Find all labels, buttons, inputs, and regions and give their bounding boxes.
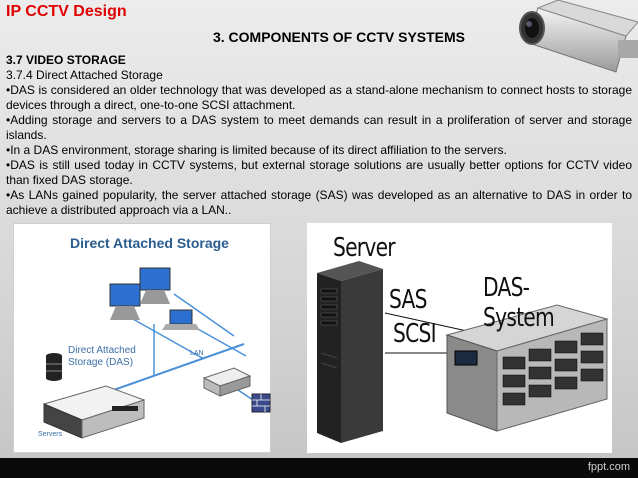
diagram-title: Direct Attached Storage xyxy=(70,235,229,251)
das-label: Direct Attached Storage (DAS) xyxy=(68,345,148,369)
bullet-item: •Adding storage and servers to a DAS sys… xyxy=(6,113,632,142)
firewall-icon xyxy=(251,393,271,413)
footer-brand: fppt.com xyxy=(587,461,630,473)
das-enclosure-icon xyxy=(445,304,609,432)
sas-label: SAS xyxy=(389,285,427,315)
content-body: 3.7 VIDEO STORAGE 3.7.4 Direct Attached … xyxy=(6,53,632,218)
bullet-item: •DAS is considered an older technology t… xyxy=(6,83,632,112)
bullet-item: •DAS is still used today in CCTV systems… xyxy=(6,158,632,187)
section-heading: 3.7 VIDEO STORAGE xyxy=(6,53,126,67)
das-diagram: Direct Attached Storage xyxy=(13,223,271,453)
bullet-item: •As LANs gained popularity, the server a… xyxy=(6,188,632,217)
lan-label: LAN xyxy=(190,350,204,357)
brand-title: IP CCTV Design xyxy=(6,3,127,20)
monitor-icon xyxy=(139,267,171,304)
das-network-illustration xyxy=(42,267,271,439)
das-label-line1: Direct Attached xyxy=(68,345,136,356)
server-label: Server xyxy=(333,233,396,263)
network-switch-icon xyxy=(202,367,252,397)
cctv-camera-icon xyxy=(519,0,638,73)
monitor-icon xyxy=(109,283,141,320)
laptop-icon xyxy=(162,309,200,330)
scsi-label: SCSI xyxy=(393,319,437,349)
section-title: 3. COMPONENTS OF CCTV SYSTEMS xyxy=(212,29,466,45)
tower-server-icon xyxy=(317,261,383,443)
server-box-icon xyxy=(42,385,146,439)
footer-bar: fppt.com xyxy=(0,458,638,478)
servers-label: Servers xyxy=(38,431,63,438)
bullet-item: •In a DAS environment, storage sharing i… xyxy=(6,143,507,157)
das-label-line2: Storage (DAS) xyxy=(68,357,134,368)
database-icon xyxy=(46,353,62,381)
subsection-heading: 3.7.4 Direct Attached Storage xyxy=(6,68,163,82)
das-system-diagram: Server SAS SCSI DAS-System xyxy=(307,223,612,453)
server-das-illustration xyxy=(317,261,609,443)
das-system-label: DAS-System xyxy=(483,273,555,333)
